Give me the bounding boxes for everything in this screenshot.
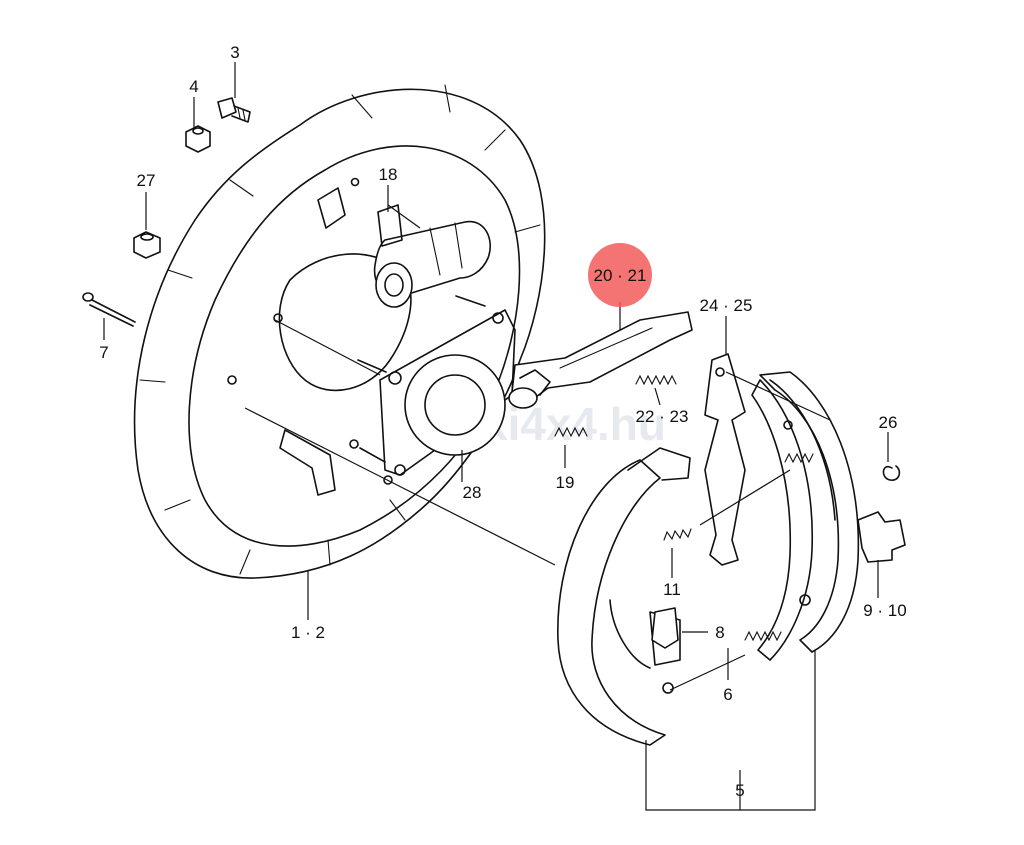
callout-26: 26 [879,413,898,432]
brake-shoe-rear [751,371,860,661]
nut-4 [185,125,211,153]
nut-27 [133,231,161,259]
callout-27: 27 [137,171,156,190]
parking-lever [508,311,693,409]
retainer-clip [857,511,906,563]
brake-shoe-front [557,447,691,746]
callout-19: 19 [556,473,575,492]
callout-1-2: 1 · 2 [291,623,325,642]
highlight-bubble [588,243,652,307]
hold-down-clip [651,607,679,649]
callout-24-25: 24 · 25 [700,296,753,315]
callout-8: 8 [715,623,724,642]
c-ring [882,465,901,481]
callout-4: 4 [189,77,198,96]
spring-upper [784,452,814,464]
callout-20-21: 20 · 21 [594,266,647,285]
wheel-cylinder [373,204,491,308]
callout-labels: 3 4 27 18 7 20 · 21 24 · 25 22 · 23 19 2… [99,43,906,800]
callout-7: 7 [99,343,108,362]
spring-19 [554,426,588,438]
callout-3: 3 [230,43,239,62]
spring-6 [744,630,782,642]
backing-plate [133,84,546,579]
callout-6: 6 [723,685,732,704]
spring-11 [663,528,692,541]
leader-lines [103,62,889,811]
bolt-3 [217,97,251,123]
pin-7 [82,292,136,327]
adjuster-strut [704,353,746,566]
callout-18: 18 [379,165,398,184]
spring-22-23 [635,374,677,386]
callout-28: 28 [463,483,482,502]
callout-5: 5 [735,781,744,800]
callout-9-10: 9 · 10 [863,601,906,620]
callout-11: 11 [663,580,681,599]
callout-22-23: 22 · 23 [636,407,689,426]
